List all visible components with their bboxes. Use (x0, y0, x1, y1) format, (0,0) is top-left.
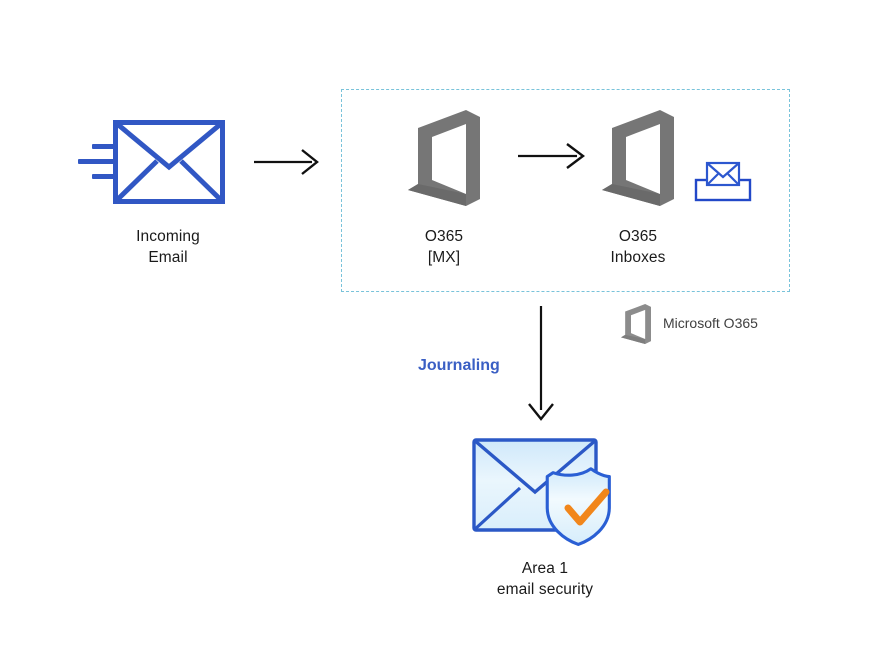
o365-mx-label: O365 [MX] (424, 228, 464, 266)
arrow-incoming-to-mx (254, 149, 319, 175)
journaling-label: Journaling (418, 357, 500, 374)
legend-office-logo-icon (621, 304, 651, 344)
area1-shielded-envelope-icon (472, 438, 611, 547)
inbox-tray-envelope-icon (694, 161, 752, 202)
incoming-email-label: Incoming Email (136, 228, 200, 266)
motion-lines-icon (78, 144, 116, 179)
arrow-mx-to-inboxes (518, 143, 585, 169)
o365-mx-office-logo-icon (408, 110, 480, 206)
arrow-journaling-down (528, 306, 554, 421)
o365-boundary-box (341, 89, 790, 292)
o365-inboxes-label: O365 Inboxes (610, 228, 666, 266)
o365-inboxes-office-logo-icon (602, 110, 674, 206)
area1-label: Area 1 email security (496, 560, 594, 598)
incoming-email-envelope-icon (113, 120, 225, 204)
legend-label: Microsoft O365 (663, 315, 758, 331)
